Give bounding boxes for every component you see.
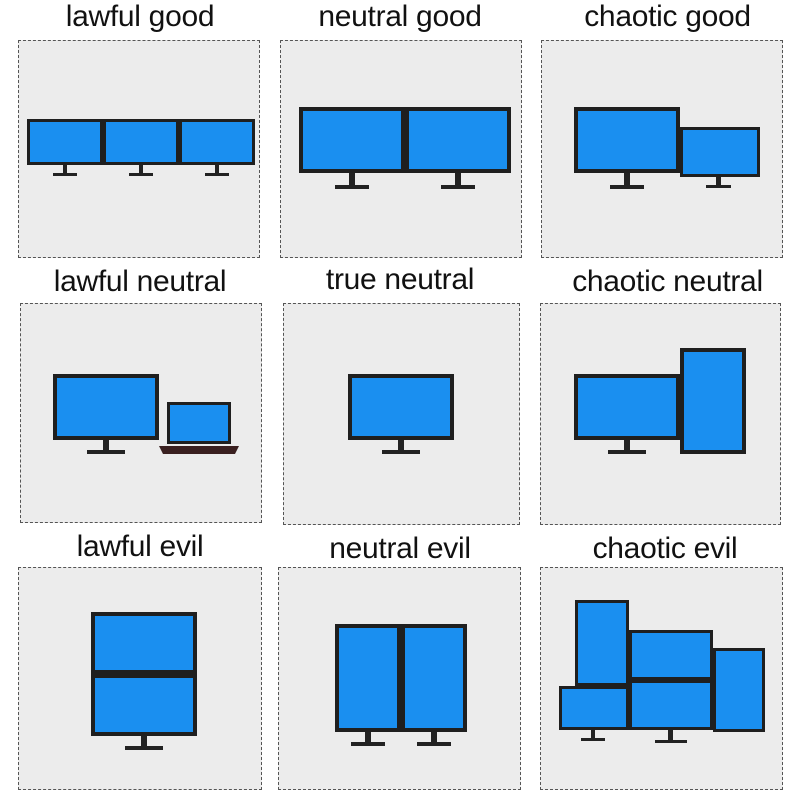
monitor-icon (574, 107, 680, 189)
cell-neutral-good (280, 40, 522, 258)
label-neutral-evil: neutral evil (329, 532, 471, 565)
label-neutral-good: neutral good (318, 0, 482, 33)
monitor-icon (53, 374, 159, 454)
label-lawful-neutral: lawful neutral (53, 265, 227, 298)
vertical-monitor-icon (401, 624, 467, 746)
monitor-icon (559, 686, 629, 741)
monitor-setup-big-and-small (574, 107, 760, 189)
label-chaotic-evil: chaotic evil (592, 532, 738, 565)
cell-chaotic-neutral (540, 303, 781, 525)
label-lawful-evil: lawful evil (76, 530, 204, 563)
monitor-icon (629, 680, 713, 743)
label-lawful-good: lawful good (65, 0, 215, 33)
monitor-icon (680, 127, 760, 188)
monitor-icon (405, 107, 511, 189)
monitor-icon (574, 374, 680, 454)
laptop-icon (159, 402, 239, 454)
vertical-monitor-icon (335, 624, 401, 746)
cell-lawful-good (18, 40, 260, 258)
monitor-setup-three-horizontal (27, 119, 255, 176)
monitor-icon (103, 119, 179, 176)
cell-lawful-neutral (20, 303, 262, 523)
cell-chaotic-good (541, 40, 783, 258)
monitor-icon (299, 107, 405, 189)
monitor-setup-two-horizontal (299, 107, 511, 189)
monitor-icon (91, 674, 197, 750)
monitor-setup-horizontal-and-vertical (574, 348, 746, 454)
monitor-icon (179, 119, 255, 176)
monitor-setup-five-mixed (559, 600, 765, 743)
vertical-monitor-icon (680, 348, 746, 454)
vertical-monitor-icon (575, 600, 629, 686)
monitor-icon (91, 612, 197, 674)
monitor-icon (27, 119, 103, 176)
cell-lawful-evil (18, 567, 262, 790)
monitor-setup-two-stacked (91, 612, 197, 750)
cell-true-neutral (283, 303, 520, 525)
monitor-setup-monitor-and-laptop (53, 374, 239, 454)
vertical-monitor-icon (713, 648, 765, 732)
cell-neutral-evil (278, 567, 521, 790)
cell-chaotic-evil (540, 567, 783, 790)
label-chaotic-neutral: chaotic neutral (572, 265, 763, 298)
monitor-icon (629, 630, 713, 680)
monitor-setup-single (348, 374, 454, 454)
label-chaotic-good: chaotic good (584, 0, 751, 33)
monitor-icon (348, 374, 454, 454)
monitor-setup-two-vertical (335, 624, 467, 746)
label-true-neutral: true neutral (325, 263, 475, 296)
